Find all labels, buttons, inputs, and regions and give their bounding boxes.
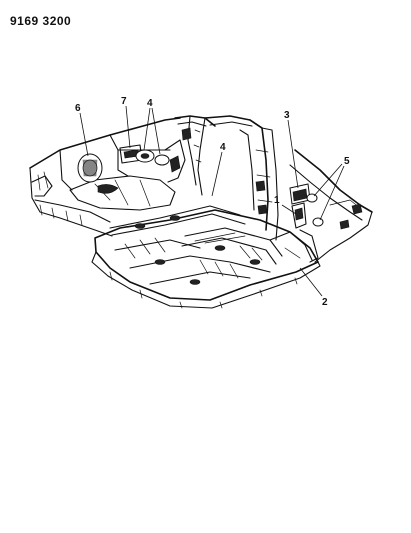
- callout-2: 2: [322, 297, 328, 308]
- callout-6: 6: [75, 103, 81, 114]
- callout-4-top: 4: [147, 98, 153, 109]
- rear-trunk-panel: [29, 117, 186, 237]
- callout-4-middle: 4: [220, 142, 226, 153]
- c-pillar-and-roof-rail: [174, 115, 263, 196]
- figure-code: 9169 3200: [10, 14, 72, 28]
- callout-7: 7: [121, 96, 127, 107]
- callout-3: 3: [284, 110, 290, 121]
- leader-lines: [79, 105, 345, 297]
- b-pillar: [239, 119, 279, 241]
- front-cowl-panel: [289, 149, 373, 263]
- floor-pan: [91, 205, 321, 309]
- callout-1: 1: [274, 195, 280, 206]
- callout-5: 5: [344, 156, 350, 167]
